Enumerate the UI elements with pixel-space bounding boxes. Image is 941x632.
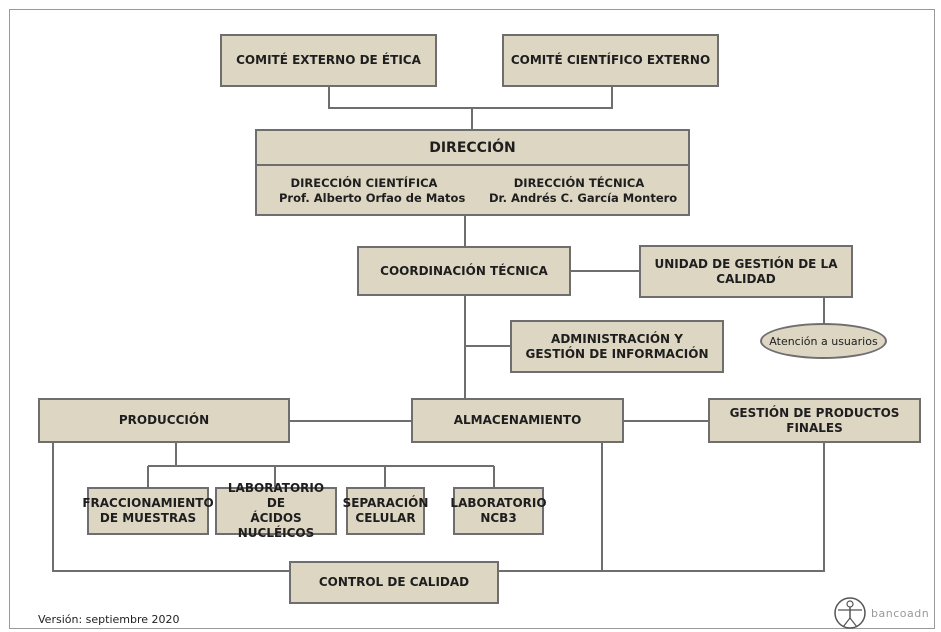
- direccion-tecnica-name: Dr. Andrés C. García Montero: [489, 191, 678, 205]
- box-unidad-gestion-calidad: UNIDAD DE GESTIÓN DE LA CALIDAD: [639, 245, 853, 298]
- box-label: COMITÉ CIENTÍFICO EXTERNO: [510, 53, 711, 67]
- diagram-frame: [9, 9, 935, 629]
- box-fraccionamiento-muestras: FRACCIONAMIENTO DE MUESTRAS: [82, 487, 214, 535]
- connector-comite-etica: [328, 87, 613, 109]
- box-control-calidad: CONTROL DE CALIDAD: [289, 561, 499, 604]
- direccion-tecnica: DIRECCIÓN TÉCNICA Dr. Andrés C. García M…: [489, 176, 678, 206]
- vitruvian-logo-icon: [834, 597, 866, 629]
- direccion-cientifica: DIRECCIÓN CIENTÍFICA Prof. Alberto Orfao…: [279, 176, 466, 206]
- connector-gestion-control: [602, 443, 825, 572]
- connector-produccion-control: [52, 443, 289, 572]
- direccion-cientifica-title: DIRECCIÓN CIENTÍFICA: [290, 176, 438, 190]
- box-almacenamiento: ALMACENAMIENTO: [411, 398, 624, 443]
- box-coordinacion-tecnica: COORDINACIÓN TÉCNICA: [357, 246, 571, 296]
- box-label: ADMINISTRACIÓN Y GESTIÓN DE INFORMACIÓN: [525, 331, 709, 361]
- box-label: ALMACENAMIENTO: [453, 413, 582, 427]
- box-label: LABORATORIO DE ÁCIDOS NUCLÉICOS: [227, 481, 325, 540]
- box-comite-cientifico-externo: COMITÉ CIENTÍFICO EXTERNO: [502, 34, 719, 87]
- box-label: GESTIÓN DE PRODUCTOS FINALES: [729, 405, 900, 435]
- ellipse-atencion-usuarios: Atención a usuarios: [760, 323, 887, 359]
- direccion-tecnica-title: DIRECCIÓN TÉCNICA: [513, 176, 645, 190]
- box-label: UNIDAD DE GESTIÓN DE LA CALIDAD: [654, 256, 838, 286]
- box-comite-externo-etica: COMITÉ EXTERNO DE ÉTICA: [220, 34, 437, 87]
- box-label: FRACCIONAMIENTO DE MUESTRAS: [82, 496, 214, 525]
- direccion-cientifica-name: Prof. Alberto Orfao de Matos: [279, 191, 466, 205]
- box-label: COORDINACIÓN TÉCNICA: [380, 263, 548, 278]
- box-label: COMITÉ EXTERNO DE ÉTICA: [236, 53, 421, 67]
- box-label: LABORATORIO NCB3: [450, 496, 547, 525]
- logo-text: bancoadn: [871, 606, 930, 620]
- box-label: CONTROL DE CALIDAD: [318, 575, 470, 589]
- box-direccion: DIRECCIÓN: [255, 129, 690, 166]
- box-administracion-gestion-informacion: ADMINISTRACIÓN Y GESTIÓN DE INFORMACIÓN: [510, 320, 724, 373]
- box-separacion-celular: SEPARACIÓN CELULAR: [343, 487, 428, 535]
- box-laboratorio-ncb3: LABORATORIO NCB3: [450, 487, 547, 535]
- box-label: DIRECCIÓN: [429, 139, 516, 156]
- box-laboratorio-acidos-nucleicos: LABORATORIO DE ÁCIDOS NUCLÉICOS: [215, 481, 337, 540]
- box-label: SEPARACIÓN CELULAR: [342, 496, 429, 525]
- bancoadn-logo: bancoadn: [833, 596, 929, 630]
- box-gestion-productos-finales: GESTIÓN DE PRODUCTOS FINALES: [708, 398, 921, 443]
- box-label: PRODUCCIÓN: [118, 413, 210, 427]
- box-produccion: PRODUCCIÓN: [38, 398, 290, 443]
- version-label: Versión: septiembre 2020: [38, 613, 180, 626]
- box-direccion-subunits: DIRECCIÓN CIENTÍFICA Prof. Alberto Orfao…: [255, 166, 690, 216]
- ellipse-label: Atención a usuarios: [769, 334, 878, 348]
